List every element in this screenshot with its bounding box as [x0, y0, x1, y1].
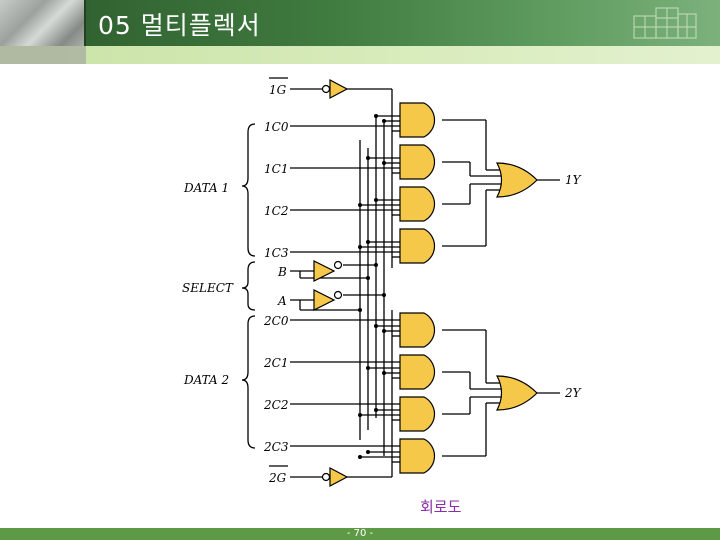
enable-1-label: 1G: [269, 83, 287, 97]
subbar-photo-strip: [0, 46, 86, 64]
and-gate-4: [399, 228, 436, 264]
input-1c2-label: 1C2: [264, 204, 288, 218]
not-gate-1g: [329, 79, 349, 99]
not-gate-a: [313, 289, 336, 311]
or-gate-1y: [496, 162, 538, 198]
select-b-label: B: [277, 265, 287, 279]
group-data1-label: DATA 1: [183, 181, 229, 195]
header-photo: [0, 0, 86, 46]
input-1c1-label: 1C1: [264, 162, 288, 176]
not-gate-b: [313, 260, 336, 282]
title-subbar: [0, 46, 720, 64]
input-2c0-label: 2C0: [263, 314, 289, 328]
page-number: - 70 -: [346, 528, 374, 539]
group-select-label: SELECT: [182, 281, 234, 295]
input-2c1-label: 2C1: [263, 356, 288, 370]
group-data2-label: DATA 2: [183, 373, 229, 387]
enable-2-label: 2G: [268, 471, 287, 485]
and-gate-2: [399, 144, 436, 180]
output-1y-label: 1Y: [565, 173, 582, 187]
input-1c3-label: 1C3: [264, 246, 289, 260]
input-2c2-label: 2C2: [263, 398, 288, 412]
or-gate-2y: [496, 375, 538, 411]
footer-bar: [0, 528, 720, 540]
and-gate-5: [399, 312, 436, 348]
title-bar: [0, 0, 720, 46]
and-gate-6: [399, 354, 436, 390]
not-gate-2g: [329, 467, 349, 487]
diagram-caption: 회로도: [420, 498, 462, 516]
and-gate-8: [399, 438, 436, 474]
building-icon: [633, 7, 697, 39]
output-2y-label: 2Y: [564, 386, 582, 400]
page-title: 05 멀티플렉서: [98, 11, 261, 40]
input-2c3-label: 2C3: [263, 440, 289, 454]
and-gate-7: [399, 396, 436, 432]
select-a-label: A: [277, 294, 287, 308]
and-gate-1: [399, 102, 436, 138]
input-1c0-label: 1C0: [264, 120, 289, 134]
and-gate-3: [399, 186, 436, 222]
